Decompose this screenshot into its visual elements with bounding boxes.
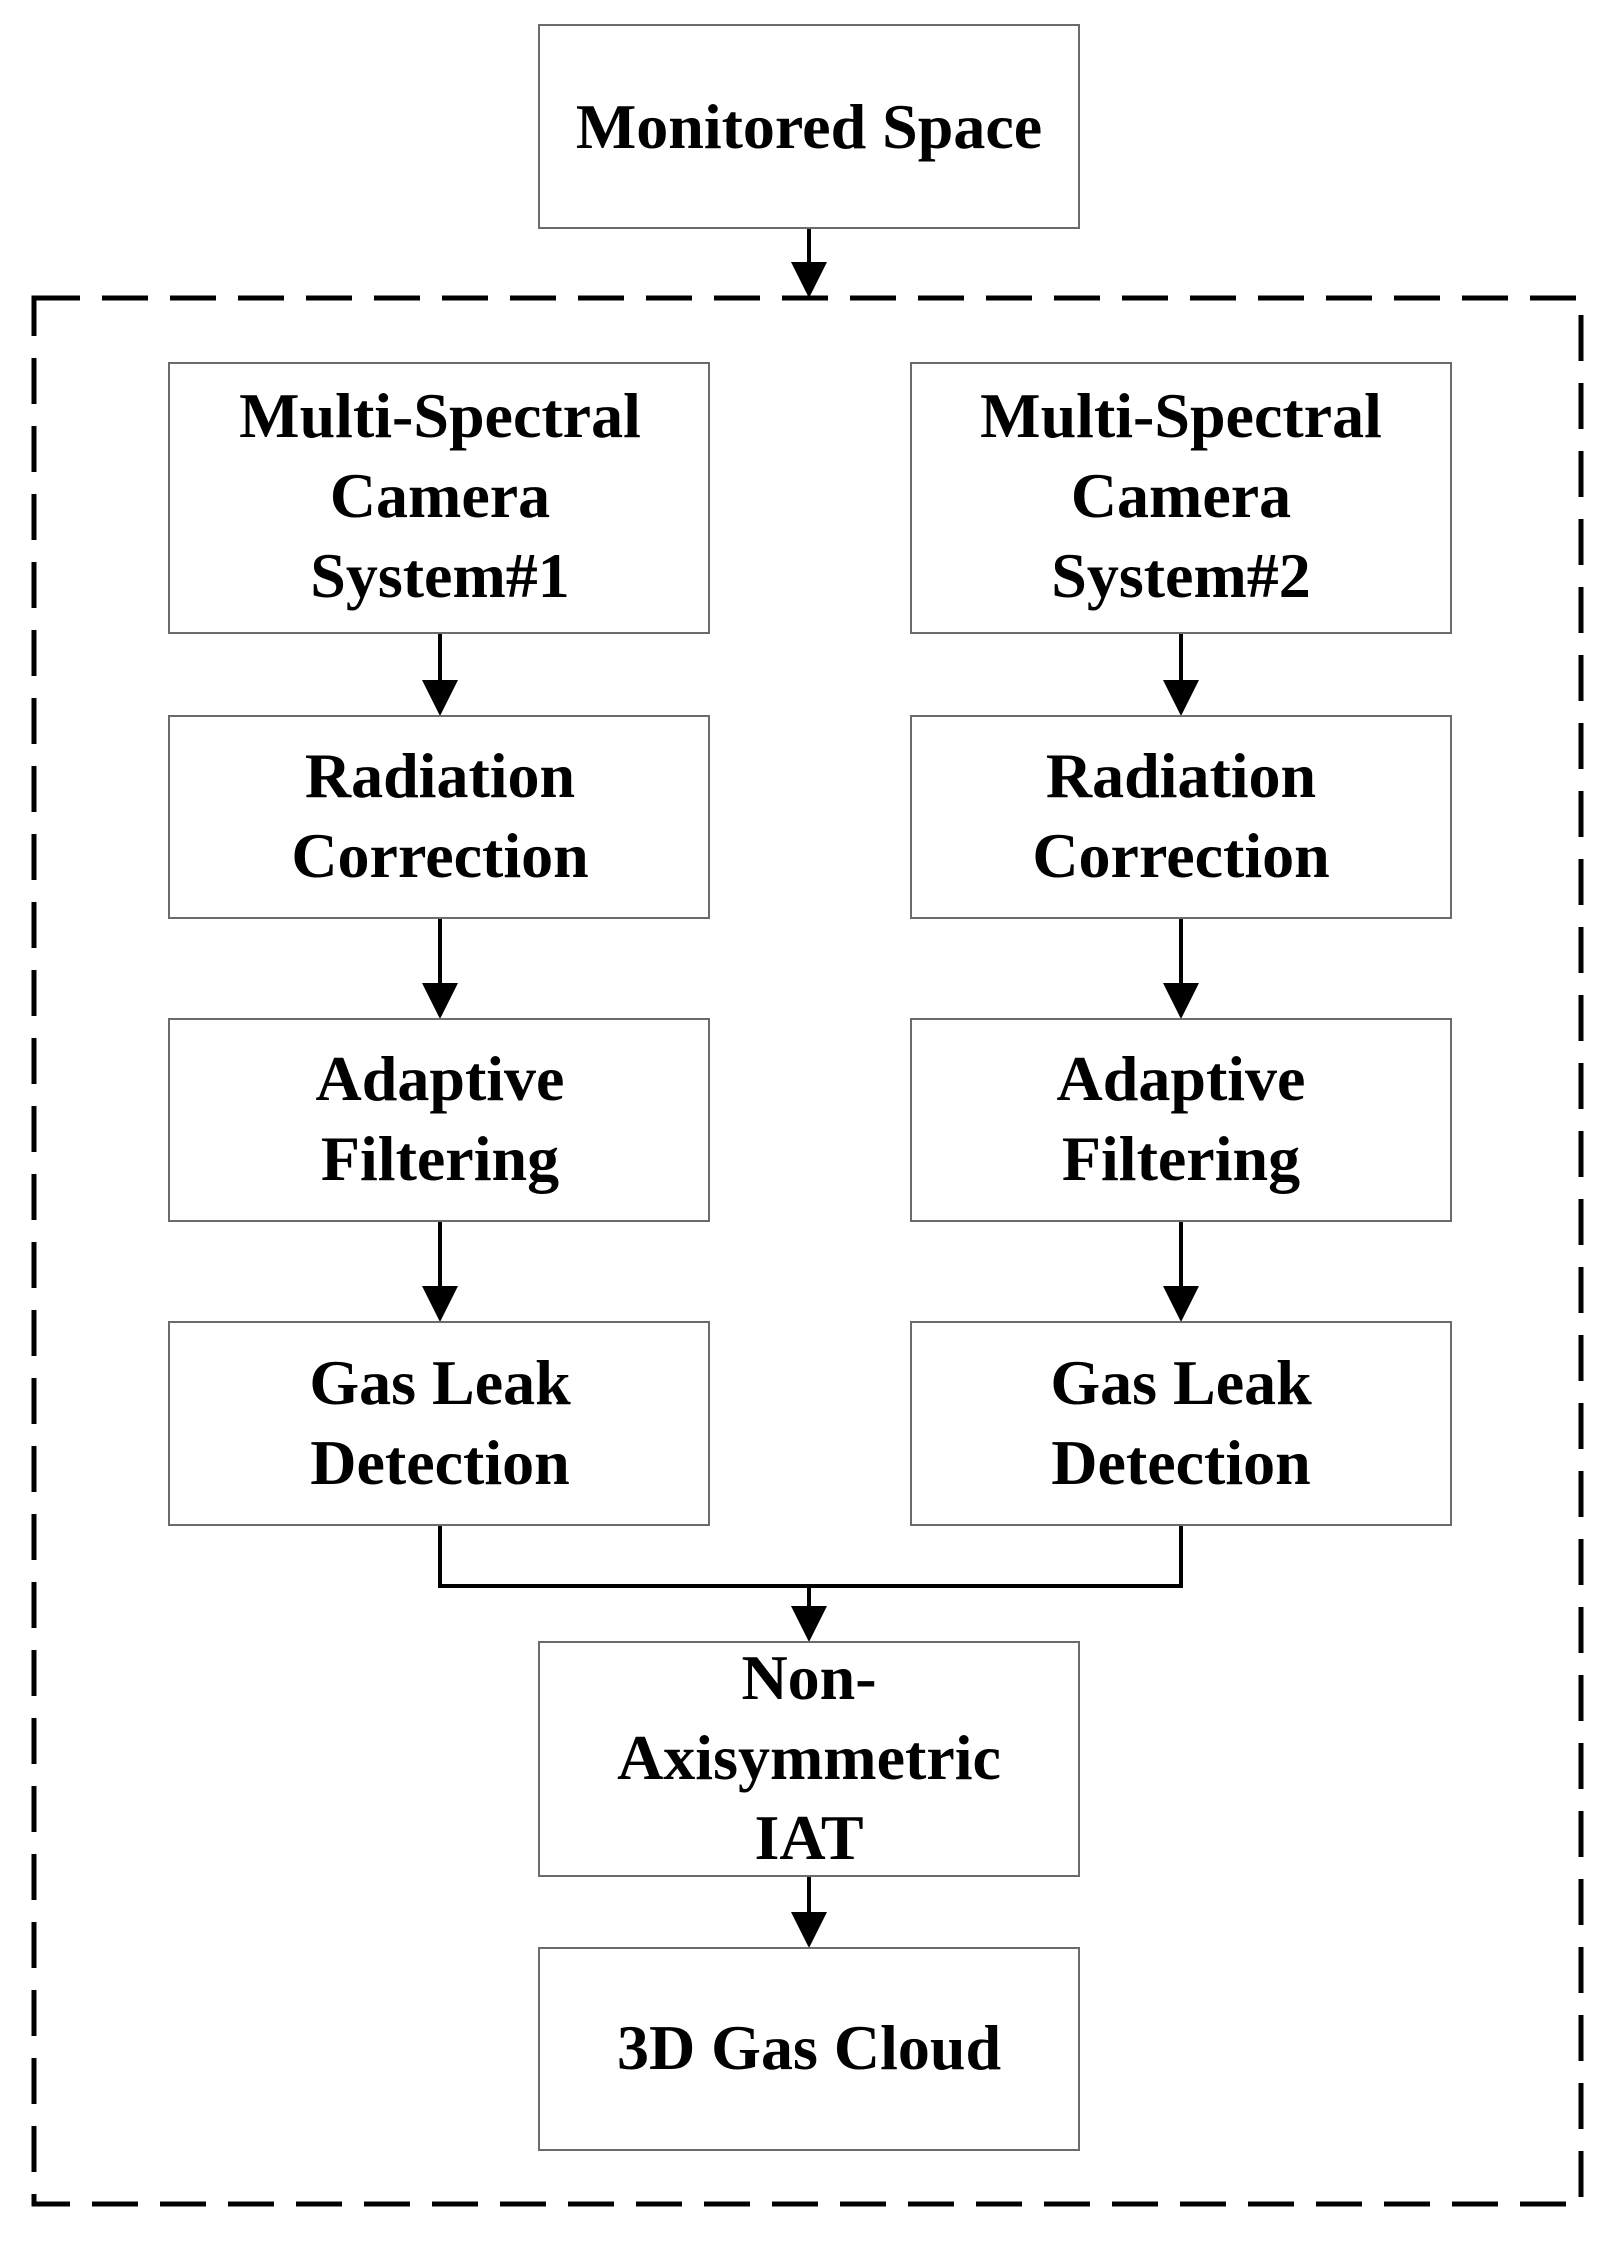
box-label-line: Camera <box>330 460 550 531</box>
arrow-head <box>791 1912 827 1948</box>
processing-frame <box>31 295 1584 2207</box>
arrow-head <box>422 680 458 716</box>
box-adaptive-filtering-2: Adaptive Filtering <box>910 1018 1452 1222</box>
box-gas-leak-detection-2: Gas Leak Detection <box>910 1321 1452 1526</box>
box-label-line: System#2 <box>1051 540 1311 611</box>
box-label-line: Detection <box>310 1427 569 1498</box>
box-label-line: Camera <box>1071 460 1291 531</box>
box-label-line: Radiation <box>305 740 575 811</box>
box-label-line: Filtering <box>1062 1123 1300 1194</box>
connectors <box>422 228 1199 1948</box>
box-camera-system-1: Multi-Spectral Camera System#1 <box>168 362 710 634</box>
arrow-head <box>422 983 458 1019</box>
box-label-line: Adaptive <box>1057 1043 1306 1114</box>
box-non-axisymmetric-iat: Non- Axisymmetric IAT <box>538 1641 1080 1877</box>
box-label-line: System#1 <box>310 540 570 611</box>
box-radiation-correction-1: Radiation Correction <box>168 715 710 919</box>
box-label-line: Correction <box>1032 820 1329 891</box>
arrow-head <box>791 1606 827 1642</box>
box-label-line: 3D Gas Cloud <box>617 2012 1001 2083</box>
box-label-line: Axisymmetric <box>617 1722 1001 1793</box>
arrow-head <box>791 262 827 298</box>
arrow-head <box>1163 1286 1199 1322</box>
box-label-line: Gas Leak <box>1050 1347 1312 1418</box>
box-monitored-space: Monitored Space <box>538 24 1080 229</box>
arrow-head <box>1163 680 1199 716</box>
box-label-line: Multi-Spectral <box>239 380 641 451</box>
box-radiation-correction-2: Radiation Correction <box>910 715 1452 919</box>
box-gas-leak-detection-1: Gas Leak Detection <box>168 1321 710 1526</box>
box-adaptive-filtering-1: Adaptive Filtering <box>168 1018 710 1222</box>
box-3d-gas-cloud: 3D Gas Cloud <box>538 1947 1080 2151</box>
connector-merge-detections <box>438 1525 1183 1588</box>
box-label-line: Adaptive <box>316 1043 565 1114</box>
box-label-line: Non- <box>741 1642 876 1713</box>
box-label-line: Correction <box>291 820 588 891</box>
box-label-line: Monitored Space <box>576 91 1042 162</box>
box-label-line: Gas Leak <box>309 1347 571 1418</box>
box-label-line: Multi-Spectral <box>980 380 1382 451</box>
box-camera-system-2: Multi-Spectral Camera System#2 <box>910 362 1452 634</box>
box-label-line: Radiation <box>1046 740 1316 811</box>
box-label-line: Detection <box>1051 1427 1310 1498</box>
box-label-line: Filtering <box>321 1123 559 1194</box>
box-label-line: IAT <box>754 1802 863 1873</box>
arrow-head <box>422 1286 458 1322</box>
arrow-head <box>1163 983 1199 1019</box>
